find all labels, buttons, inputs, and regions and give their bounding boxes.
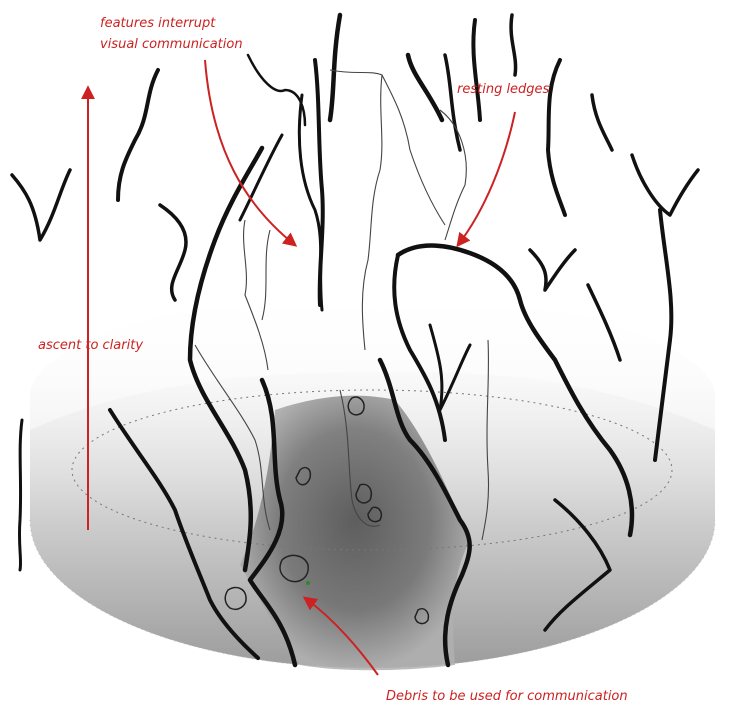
annotation-ascent: ascent to clarity — [38, 338, 143, 353]
annotation-features-line2: visual communication — [100, 37, 243, 52]
annotation-ledges: resting ledges — [457, 82, 550, 97]
annotation-debris: Debris to be used for communication — [386, 689, 628, 704]
cave-shading — [0, 0, 732, 670]
annotation-features-line1: features interrupt — [100, 16, 216, 31]
